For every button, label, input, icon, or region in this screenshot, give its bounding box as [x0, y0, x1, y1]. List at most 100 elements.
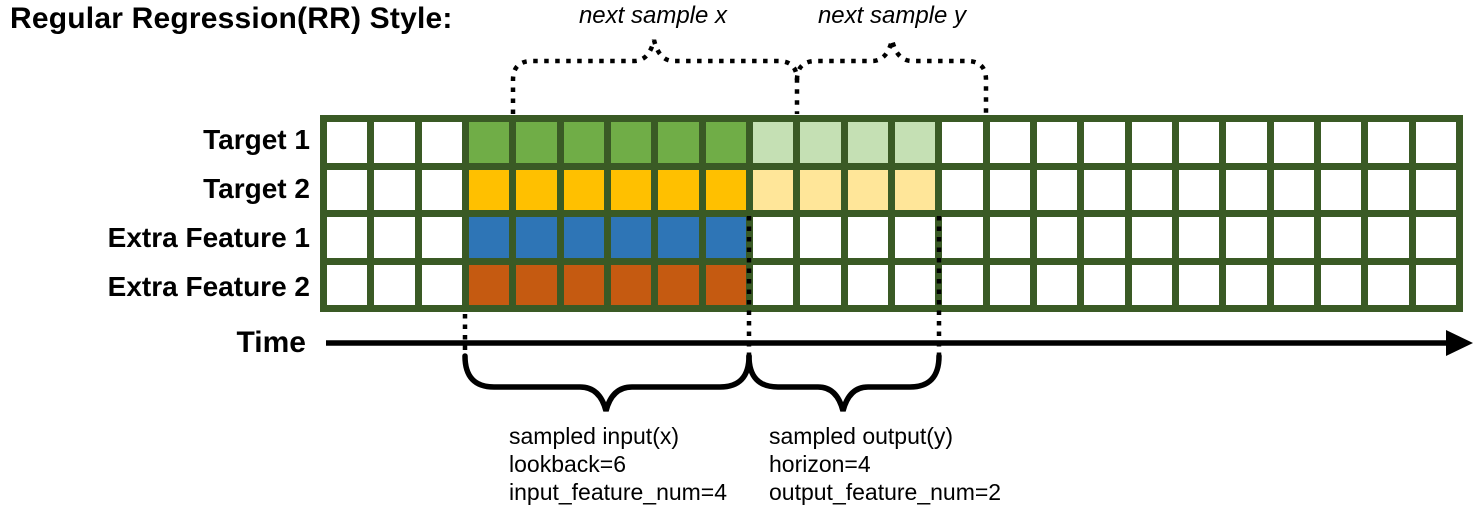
grid-cell — [1036, 264, 1078, 305]
grid-cell — [563, 264, 604, 305]
grid-cell — [1368, 264, 1409, 305]
output-annotation: sampled output(y) horizon=4 output_featu… — [769, 422, 1001, 506]
next-sample-y-brace — [794, 39, 989, 114]
grid-cell — [327, 169, 368, 210]
grid-cell — [989, 122, 1030, 163]
grid-cell — [374, 169, 415, 210]
grid-cell — [894, 122, 936, 163]
grid-cell — [1415, 217, 1456, 258]
grid-cell — [1226, 217, 1267, 258]
grid-cell — [374, 217, 415, 258]
grid-cell — [1415, 264, 1456, 305]
grid-cell — [563, 217, 604, 258]
grid-cell — [516, 217, 557, 258]
grid-cell — [800, 217, 841, 258]
grid-cell — [1036, 169, 1078, 210]
input-annotation-line: lookback=6 — [509, 451, 626, 477]
grid-cell — [1320, 264, 1362, 305]
grid-cell — [847, 264, 888, 305]
grid-cell — [516, 264, 557, 305]
grid-cell — [468, 264, 510, 305]
grid-cell — [1178, 264, 1220, 305]
grid-cell — [1368, 169, 1409, 210]
grid-cell — [1320, 169, 1362, 210]
grid-cell — [989, 169, 1030, 210]
grid-cell — [800, 122, 841, 163]
time-arrowhead-icon — [1446, 330, 1473, 356]
sample-grid — [320, 115, 1463, 312]
grid-cell — [658, 264, 699, 305]
grid-cell — [1178, 217, 1220, 258]
row-label: Target 1 — [203, 123, 310, 155]
grid-cell — [705, 264, 746, 305]
grid-cell — [800, 169, 841, 210]
grid-cell — [468, 122, 510, 163]
grid-cell — [847, 217, 888, 258]
grid-cell — [1131, 217, 1172, 258]
grid-cell — [658, 169, 699, 210]
row-label: Target 2 — [203, 172, 310, 204]
grid-cell — [1273, 217, 1314, 258]
grid-cell — [610, 264, 652, 305]
grid-cell — [1226, 122, 1267, 163]
grid-cell — [327, 122, 368, 163]
grid-cell — [563, 122, 604, 163]
output-annotation-line: output_feature_num=2 — [769, 479, 1002, 505]
grid-cell — [847, 169, 888, 210]
grid-cell — [1131, 122, 1172, 163]
grid-cell — [989, 264, 1030, 305]
grid-cell — [1036, 122, 1078, 163]
output-brace — [746, 353, 942, 412]
grid-cell — [752, 169, 794, 210]
grid-cell — [1084, 122, 1125, 163]
grid-cell — [468, 169, 510, 210]
grid-cell — [705, 122, 746, 163]
grid-cell — [421, 264, 462, 305]
row-label: Extra Feature 1 — [107, 222, 310, 254]
next-sample-x-brace — [510, 39, 800, 114]
grid-cell — [1273, 169, 1314, 210]
grid-cell — [847, 122, 888, 163]
grid-cell — [1178, 169, 1220, 210]
grid-cell — [516, 169, 557, 210]
grid-cell — [1084, 217, 1125, 258]
output-annotation-line: sampled output(y) — [769, 423, 954, 449]
grid-cell — [705, 169, 746, 210]
grid-cell — [752, 264, 794, 305]
grid-cell — [1320, 217, 1362, 258]
input-annotation-line: sampled input(x) — [509, 423, 680, 449]
grid-cell — [894, 169, 936, 210]
grid-cell — [705, 217, 746, 258]
grid-cell — [752, 217, 794, 258]
input-brace — [462, 353, 752, 412]
grid-cell — [1131, 264, 1172, 305]
grid-cell — [1368, 122, 1409, 163]
grid-cell — [327, 217, 368, 258]
output-annotation-line: horizon=4 — [769, 451, 871, 477]
grid-cell — [1320, 122, 1362, 163]
grid-cell — [327, 264, 368, 305]
grid-cell — [1273, 264, 1314, 305]
grid-cell — [1415, 169, 1456, 210]
grid-cell — [894, 217, 936, 258]
grid-cell — [1226, 264, 1267, 305]
grid-cell — [1415, 122, 1456, 163]
grid-cell — [658, 122, 699, 163]
row-labels: Target 1 Target 2 Extra Feature 1 Extra Fea… — [30, 115, 310, 312]
grid-cell — [1226, 169, 1267, 210]
grid-cell — [374, 264, 415, 305]
grid-cell — [610, 169, 652, 210]
grid-cell — [1084, 169, 1125, 210]
next-sample-x-label: next sample x — [578, 2, 728, 29]
grid-cell — [421, 169, 462, 210]
grid-cell — [1084, 264, 1125, 305]
row-label: Extra Feature 2 — [107, 271, 310, 303]
grid-cell — [942, 169, 983, 210]
grid-cell — [658, 217, 699, 258]
grid-cell — [942, 264, 983, 305]
grid-cell — [610, 122, 652, 163]
next-sample-y-label: next sample y — [817, 2, 967, 29]
input-annotation-line: input_feature_num=4 — [509, 479, 728, 505]
grid-cell — [942, 217, 983, 258]
grid-cell — [1273, 122, 1314, 163]
